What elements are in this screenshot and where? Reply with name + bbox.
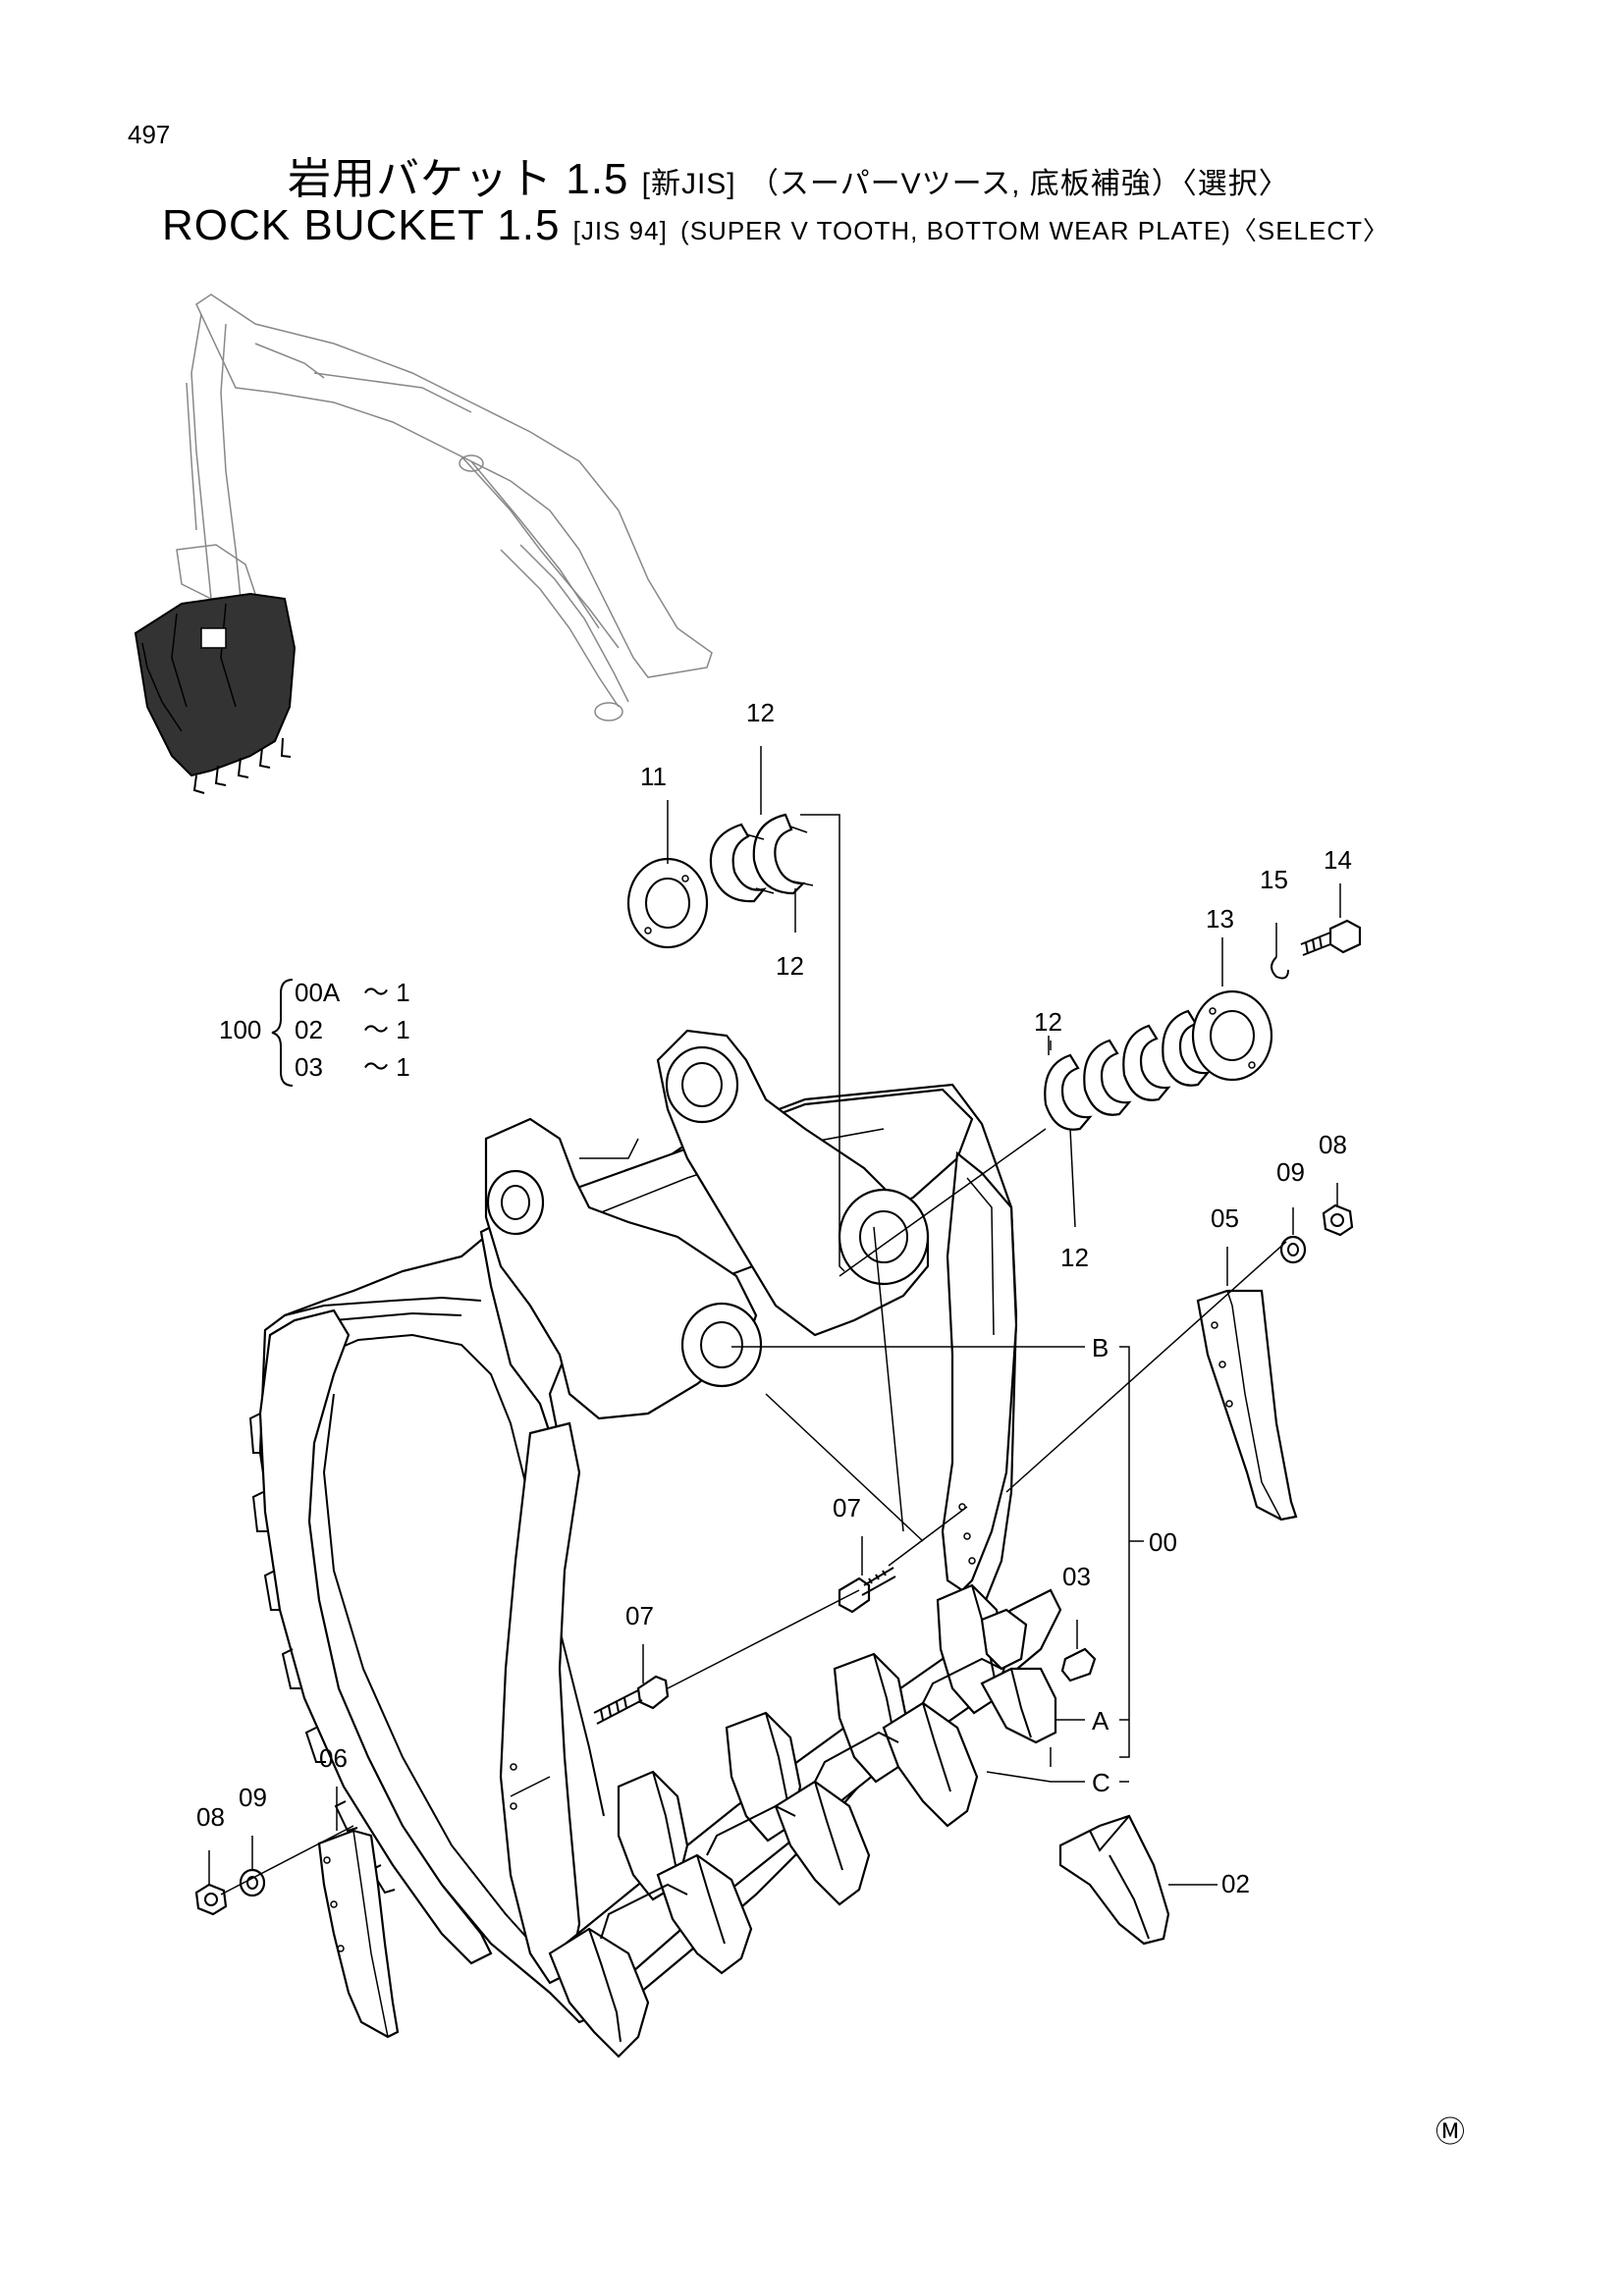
callout-11: 11: [640, 762, 667, 791]
tooth-5: [980, 1608, 1057, 1744]
page-number: 497: [128, 120, 171, 149]
bushing-13: [1191, 989, 1273, 1082]
bolt-14: [1300, 919, 1362, 956]
title-en-spec: (SUPER V TOOTH, BOTTOM WEAR PLATE)〈SELEC…: [680, 216, 1389, 245]
callout-05: 05: [1211, 1203, 1239, 1233]
title-jp-spec: （スーパーVツース, 底板補強）〈選択〉: [748, 168, 1289, 200]
tooth-1: [548, 1770, 689, 2058]
washer-09-right: [1279, 1235, 1307, 1264]
assembly-line-3-part: 03: [295, 1052, 323, 1082]
callout-12-right: 12: [1034, 1007, 1062, 1037]
side-plate-05: [1196, 1289, 1298, 1522]
rock-bucket-icon: [134, 592, 297, 794]
callout-A: A: [1092, 1706, 1109, 1735]
bolt-07-lower: [593, 1675, 670, 1725]
callout-08-right: 08: [1319, 1130, 1347, 1159]
side-plate-06: [317, 1829, 400, 2039]
title-jp-standard: [新JIS]: [641, 168, 736, 200]
callout-12-mid: 12: [776, 951, 804, 981]
nut-08-right: [1322, 1203, 1354, 1237]
callout-02: 02: [1221, 1869, 1250, 1898]
assembly-line-2-qty: ～ 1: [363, 1015, 410, 1044]
title-en-main: ROCK BUCKET 1.5: [162, 201, 561, 249]
assembly-id: 100: [219, 1015, 261, 1044]
nut-08-left: [194, 1883, 228, 1916]
assembly-line-1-part: 00A: [295, 978, 341, 1007]
callout-00: 00: [1149, 1527, 1177, 1557]
callout-06: 06: [319, 1743, 348, 1773]
callout-08-left: 08: [196, 1802, 225, 1832]
callout-B: B: [1092, 1333, 1109, 1362]
callout-C: C: [1092, 1768, 1110, 1797]
pin-03: [1060, 1647, 1097, 1682]
callout-12-lower: 12: [1060, 1243, 1089, 1272]
tooth-3: [774, 1652, 910, 1906]
shims-12-upper: [709, 813, 814, 903]
bolt-07-upper: [838, 1567, 896, 1614]
tooth-02: [1058, 1814, 1170, 1946]
title-english: ROCK BUCKET 1.5 [JIS 94] (SUPER V TOOTH,…: [162, 201, 1389, 250]
assembly-line-3-qty: ～ 1: [363, 1052, 410, 1082]
callout-12-top: 12: [746, 698, 775, 727]
leader-lines: [208, 746, 1341, 1896]
callout-07-upper: 07: [833, 1493, 861, 1522]
assembly-line-1-qty: ～ 1: [363, 978, 410, 1007]
callout-09-left: 09: [239, 1783, 267, 1812]
assembly-table: 100 00A ～ 1 02 ～ 1 03 ～ 1: [219, 978, 410, 1087]
tooth-group: [548, 1583, 1057, 2058]
callout-09-right: 09: [1276, 1157, 1305, 1187]
excavator-icon: [176, 294, 713, 721]
title-japanese: 岩用バケット 1.5 [新JIS] （スーパーVツース, 底板補強）〈選択〉: [288, 143, 1289, 206]
title-en-standard: [JIS 94]: [572, 216, 668, 245]
callout-14: 14: [1324, 845, 1352, 875]
callout-13: 13: [1206, 904, 1234, 934]
callout-labels: 11 12 12 12 12 13 14 15 08 09 05 B 00 07…: [196, 698, 1352, 1898]
bushing-11: [626, 857, 709, 949]
callout-07-lower: 07: [625, 1601, 654, 1630]
callout-15: 15: [1260, 865, 1288, 894]
m-mark: Ⓜ: [1435, 2116, 1465, 2149]
assembly-line-2-part: 02: [295, 1015, 323, 1044]
washer-15: [1271, 956, 1289, 980]
shims-12-right: [1044, 1009, 1211, 1131]
title-jp-main: 岩用バケット 1.5: [288, 155, 629, 203]
callout-03: 03: [1062, 1562, 1091, 1591]
